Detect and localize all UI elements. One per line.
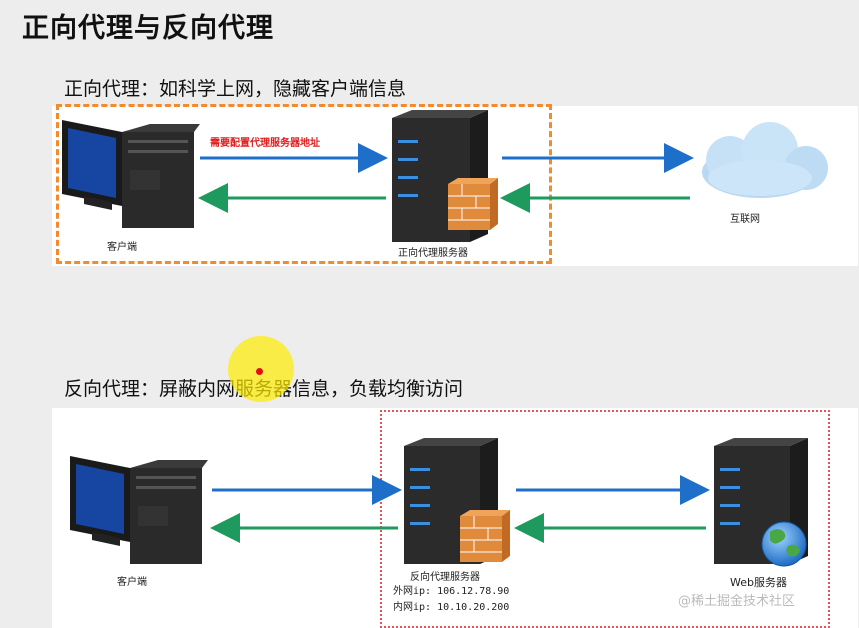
proxy-config-note: 需要配置代理服务器地址 [210,138,320,149]
firewall-icon [460,510,510,562]
desktop-computer-icon [70,456,208,564]
forward-proxy-heading: 正向代理：如科学上网，隐藏客户端信息 [64,78,407,100]
firewall-icon [448,178,498,230]
external-ip-label: 外网ip: 106.12.78.90 [393,586,510,597]
cloud-icon [702,122,828,198]
forward-client-label: 客户端 [107,242,137,253]
reverse-client-label: 客户端 [117,577,147,588]
pointer-dot [256,368,263,375]
page-title: 正向代理与反向代理 [22,13,274,44]
desktop-computer-icon [62,120,200,228]
reverse-proxy-label: 反向代理服务器 [410,572,480,583]
web-server-label: Web服务器 [730,576,787,589]
forward-proxy-boundary [56,104,552,264]
reverse-proxy-boundary [380,410,830,628]
watermark: @稀土掘金技术社区 [678,594,796,609]
forward-server-label: 正向代理服务器 [398,248,468,259]
internet-label: 互联网 [730,214,760,225]
internal-ip-label: 内网ip: 10.10.20.200 [393,602,510,613]
globe-icon [761,521,807,567]
